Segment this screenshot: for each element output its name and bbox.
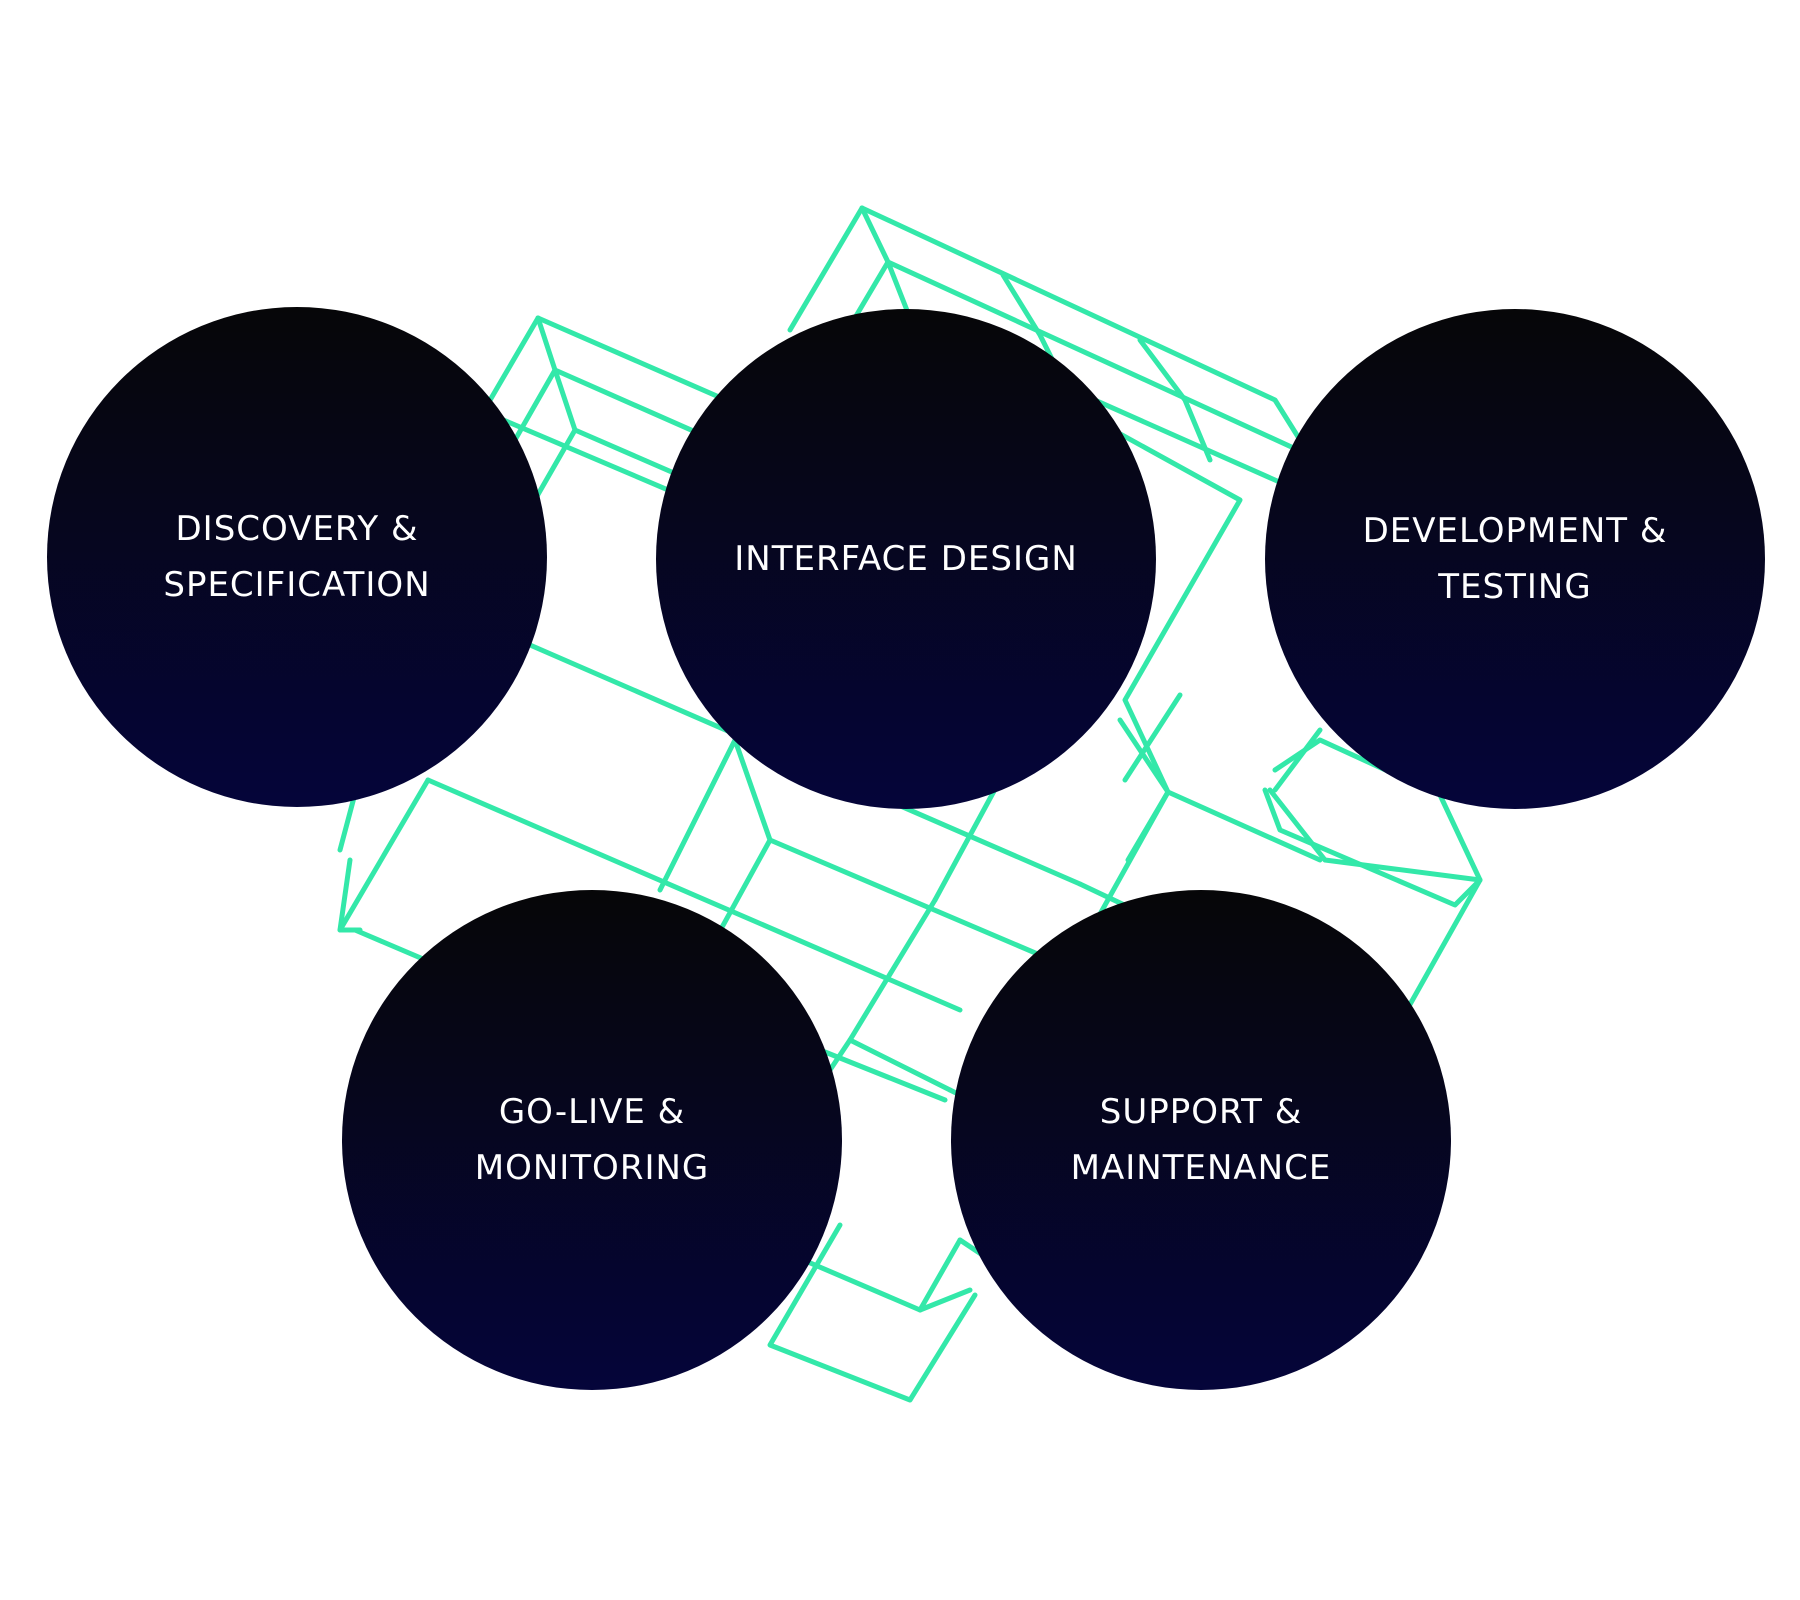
step-circle-discovery: DISCOVERY & SPECIFICATION [47, 307, 547, 807]
step-circle-support: SUPPORT & MAINTENANCE [951, 890, 1451, 1390]
step-circle-development: DEVELOPMENT & TESTING [1265, 309, 1765, 809]
step-circle-interface-design: INTERFACE DESIGN [656, 309, 1156, 809]
step-label: DEVELOPMENT & TESTING [1362, 511, 1668, 607]
step-label: INTERFACE DESIGN [734, 539, 1078, 579]
step-label: DISCOVERY & SPECIFICATION [163, 509, 431, 605]
step-circle-go-live: GO-LIVE & MONITORING [342, 890, 842, 1390]
step-label: GO-LIVE & MONITORING [474, 1092, 710, 1188]
step-label: SUPPORT & MAINTENANCE [1070, 1092, 1332, 1188]
